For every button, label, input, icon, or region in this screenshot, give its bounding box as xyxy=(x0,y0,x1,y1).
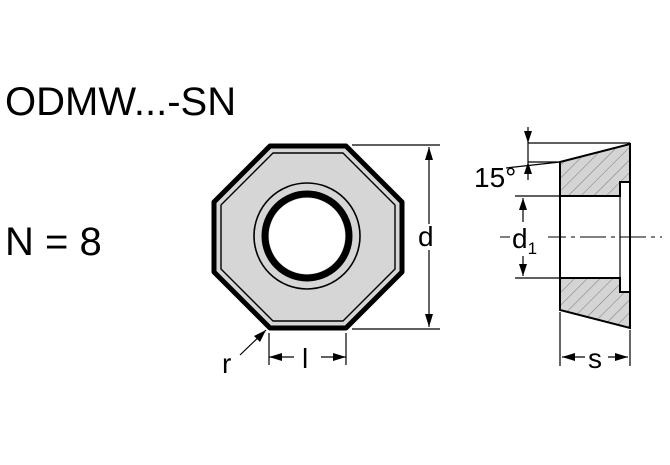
title-text: ODMW...-SN xyxy=(5,80,236,124)
insert-side-view xyxy=(500,142,662,330)
d-label: d xyxy=(418,221,434,252)
d1-label-subscript: 1 xyxy=(528,239,537,258)
angle-dimension xyxy=(505,127,630,180)
s-label: s xyxy=(588,343,602,374)
radius-leader xyxy=(239,329,267,356)
l-label: l xyxy=(302,343,308,374)
corner-count-text: N = 8 xyxy=(5,220,102,264)
dimension-l xyxy=(268,333,347,365)
d1-label-bg xyxy=(510,222,548,256)
hole-inner xyxy=(269,198,345,274)
dimension-s xyxy=(559,312,631,366)
d1-label: d1 xyxy=(512,223,537,258)
insert-top-view xyxy=(211,143,405,331)
d1-label-base: d xyxy=(512,223,528,254)
octagon-inner-edge xyxy=(220,152,396,322)
d-label-bg xyxy=(417,224,443,250)
r-label: r xyxy=(222,348,231,379)
dimension-d1 xyxy=(515,195,560,279)
hole-ring xyxy=(261,190,353,282)
angle-label: 15° xyxy=(474,162,516,193)
